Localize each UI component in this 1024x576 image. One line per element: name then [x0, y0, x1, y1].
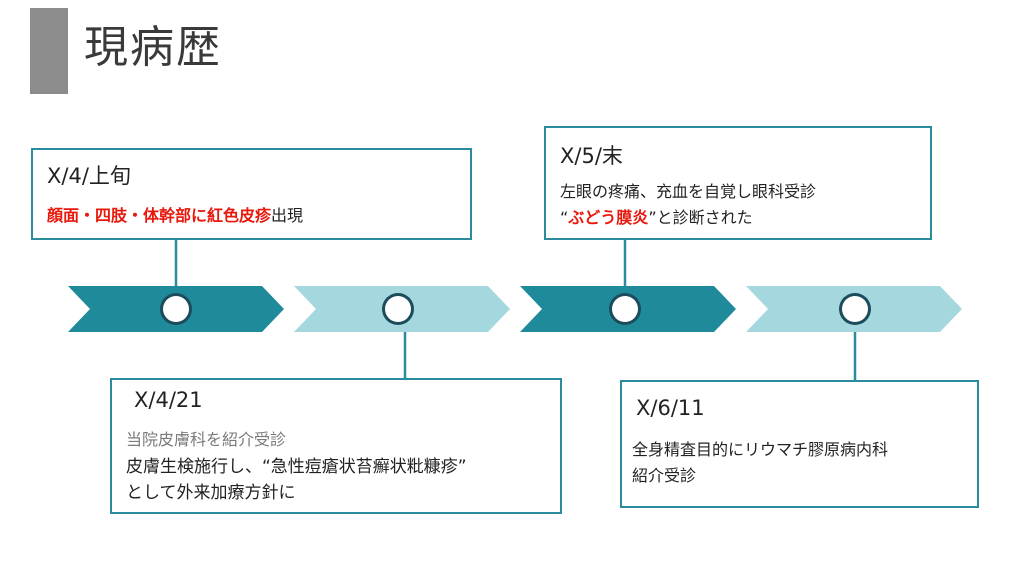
marker-1: [160, 293, 192, 325]
event-text-line: 紹介受診: [632, 466, 697, 485]
title-accent-bar: [30, 8, 68, 94]
event-text-line: 左眼の疼痛、充血を自覚し眼科受診: [560, 182, 817, 201]
page-title: 現病歴: [84, 22, 222, 73]
event-text-line: として外来加療方針に: [126, 483, 296, 503]
event-date: X/4/上旬: [47, 164, 131, 188]
event-highlight: ぶどう膜炎: [568, 208, 649, 227]
event-date: X/6/11: [636, 396, 705, 420]
event-highlight: 顔面・四肢・体幹部に紅色皮疹: [47, 206, 272, 225]
event-text: ”と診断された: [648, 208, 753, 227]
marker-2: [382, 293, 414, 325]
event-text-line: 全身精査目的にリウマチ膠原病内科: [632, 440, 889, 459]
marker-4: [839, 293, 871, 325]
event-date: X/4/21: [134, 388, 203, 412]
event-text-line: 顔面・四肢・体幹部に紅色皮疹出現: [47, 202, 303, 226]
event-date: X/5/末: [560, 144, 623, 168]
event-text-line: 当院皮膚科を紹介受診: [126, 430, 287, 449]
event-text: “: [560, 208, 569, 227]
event-text: 出現: [271, 206, 304, 225]
event-text-line: 皮膚生検施行し、“急性痘瘡状苔癬状粃糠疹”: [126, 457, 467, 477]
event-box-1: X/4/上旬 顔面・四肢・体幹部に紅色皮疹出現: [31, 148, 472, 240]
event-box-3: X/5/末 左眼の疼痛、充血を自覚し眼科受診 “ぶどう膜炎”と診断された: [544, 126, 932, 240]
event-text-line: “ぶどう膜炎”と診断された: [560, 204, 753, 228]
marker-3: [609, 293, 641, 325]
event-box-2: X/4/21 当院皮膚科を紹介受診 皮膚生検施行し、“急性痘瘡状苔癬状粃糠疹” …: [110, 378, 562, 514]
event-box-4: X/6/11 全身精査目的にリウマチ膠原病内科 紹介受診: [620, 380, 979, 508]
